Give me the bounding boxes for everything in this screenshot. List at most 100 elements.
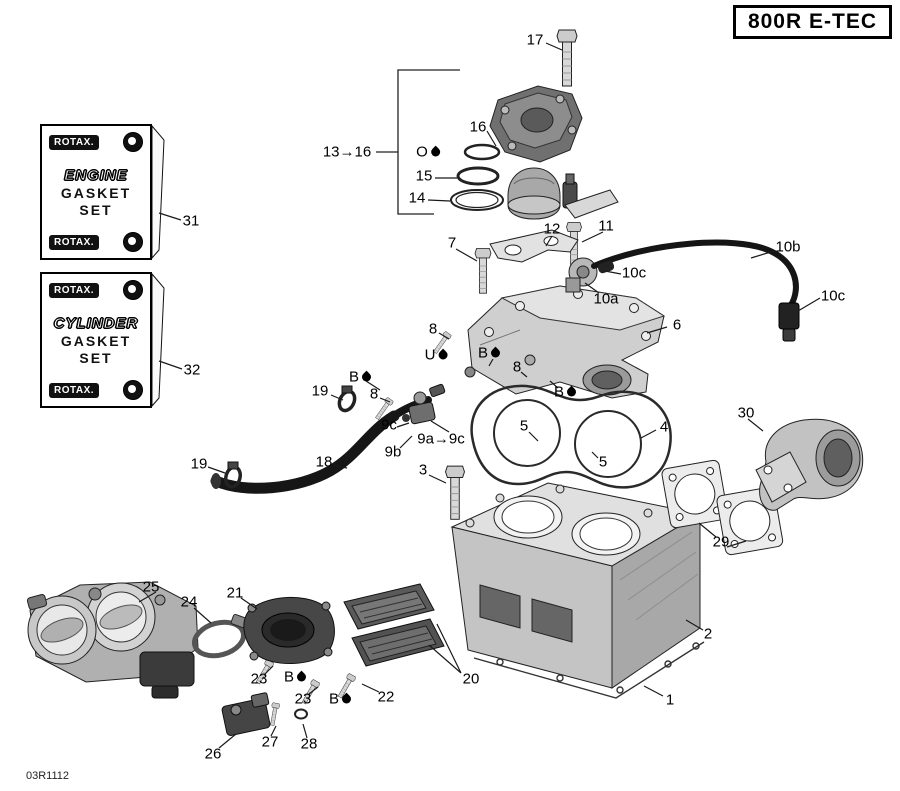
callout-8[interactable]: 8 bbox=[370, 387, 378, 402]
callout-20[interactable]: 20 bbox=[463, 672, 480, 687]
part-bolt-17 bbox=[556, 29, 578, 87]
callout-8[interactable]: 8 bbox=[513, 360, 521, 375]
callout-U[interactable]: U bbox=[424, 346, 450, 364]
callout-B[interactable]: B bbox=[328, 690, 353, 708]
callout-9c[interactable]: 9c bbox=[381, 418, 397, 433]
callout-24[interactable]: 24 bbox=[181, 595, 198, 610]
gauge-icon bbox=[123, 280, 143, 300]
rotax-logo: ROTAX. bbox=[49, 282, 100, 298]
rotax-logo: ROTAX. bbox=[49, 382, 100, 398]
callout-26[interactable]: 26 bbox=[205, 747, 222, 762]
callout-text: 14 bbox=[408, 189, 426, 207]
gasket-set-title: CYLINDER bbox=[53, 314, 139, 332]
callout-B[interactable]: B bbox=[284, 670, 308, 685]
callout-10a[interactable]: 10a bbox=[593, 292, 618, 307]
callout-text: 12 bbox=[543, 220, 561, 238]
gasket-set-title: ENGINE bbox=[64, 166, 128, 184]
callout-B[interactable]: B bbox=[478, 346, 502, 361]
callout-text: 21 bbox=[226, 584, 244, 602]
callout-21[interactable]: 21 bbox=[227, 586, 244, 601]
lubricant-droplet-icon bbox=[436, 348, 450, 362]
callout-text: B bbox=[553, 383, 565, 401]
callout-text: O bbox=[416, 143, 428, 161]
callout-text: 5 bbox=[598, 453, 608, 471]
gauge-icon bbox=[123, 380, 143, 400]
callout-7[interactable]: 7 bbox=[448, 236, 456, 251]
callout-14[interactable]: 14 bbox=[409, 191, 426, 206]
lubricant-droplet-icon bbox=[340, 692, 353, 706]
callout-text: 9c bbox=[381, 416, 397, 434]
callout-2[interactable]: 2 bbox=[704, 627, 712, 642]
callout-B[interactable]: B bbox=[553, 383, 578, 401]
callout-19[interactable]: 19 bbox=[312, 384, 329, 399]
drawing-title: 800R E-TEC bbox=[732, 5, 892, 39]
callout-11[interactable]: 11 bbox=[598, 219, 614, 234]
callout-6[interactable]: 6 bbox=[673, 318, 681, 333]
callout-31[interactable]: 31 bbox=[183, 214, 200, 229]
rotax-logo: ROTAX. bbox=[49, 134, 100, 150]
callout-text: 24 bbox=[180, 593, 198, 611]
callout-text: 9a→9c bbox=[417, 430, 465, 448]
callout-text: 10a bbox=[593, 290, 619, 308]
callout-4[interactable]: 4 bbox=[660, 420, 668, 435]
engine-gasket-set-box: ROTAX. ENGINE GASKET SET ROTAX. bbox=[40, 124, 152, 260]
gasket-set-line: GASKET bbox=[60, 332, 132, 349]
gasket-box-flaps bbox=[151, 124, 165, 408]
callout-text: 13→16 bbox=[322, 143, 372, 161]
callout-text: 10c bbox=[820, 287, 846, 305]
part-head-gasket bbox=[470, 384, 672, 489]
callout-text: 28 bbox=[300, 735, 318, 753]
callout-text: 4 bbox=[659, 418, 669, 436]
gauge-icon bbox=[123, 232, 143, 252]
callout-text: B bbox=[328, 690, 340, 708]
callout-23[interactable]: 23 bbox=[251, 672, 268, 687]
callout-25[interactable]: 25 bbox=[143, 580, 160, 595]
callout-5[interactable]: 5 bbox=[520, 419, 528, 434]
callout-9b[interactable]: 9b bbox=[385, 445, 402, 460]
callout-10b[interactable]: 10b bbox=[775, 240, 800, 255]
callout-15[interactable]: 15 bbox=[416, 169, 433, 184]
part-intake-adapter bbox=[243, 596, 335, 664]
part-cylinder-block bbox=[450, 482, 702, 689]
callout-23[interactable]: 23 bbox=[295, 692, 312, 707]
part-reed-valves bbox=[343, 583, 445, 667]
callout-27[interactable]: 27 bbox=[262, 735, 279, 750]
callout-17[interactable]: 17 bbox=[527, 33, 544, 48]
callout-16[interactable]: 16 bbox=[470, 120, 487, 135]
callout-text: 17 bbox=[526, 31, 544, 49]
callout-28[interactable]: 28 bbox=[301, 737, 318, 752]
callout-30[interactable]: 30 bbox=[738, 406, 755, 421]
callout-19[interactable]: 19 bbox=[191, 457, 208, 472]
part-bolt-3 bbox=[445, 465, 465, 520]
lubricant-droplet-icon bbox=[428, 145, 442, 159]
part-oil-injector bbox=[402, 366, 476, 425]
drawing-code: 03R1112 bbox=[26, 770, 70, 782]
callout-text: 26 bbox=[204, 745, 222, 763]
callout-22[interactable]: 22 bbox=[378, 690, 395, 705]
part-sensor-cable bbox=[591, 239, 800, 342]
rotax-logo: ROTAX. bbox=[49, 234, 100, 250]
callout-9a-9c[interactable]: 9a→9c bbox=[417, 432, 465, 447]
callout-text: 16 bbox=[469, 118, 487, 136]
callout-5[interactable]: 5 bbox=[599, 455, 607, 470]
callout-O[interactable]: O bbox=[416, 143, 442, 161]
callout-10c[interactable]: 10c bbox=[622, 266, 646, 281]
callout-1[interactable]: 1 bbox=[666, 693, 674, 708]
callout-10c[interactable]: 10c bbox=[821, 289, 845, 304]
callout-29[interactable]: 29 bbox=[713, 535, 730, 550]
callout-text: 19 bbox=[311, 382, 329, 400]
callout-18[interactable]: 18 bbox=[316, 455, 333, 470]
callout-text: U bbox=[424, 346, 436, 364]
callout-3[interactable]: 3 bbox=[419, 463, 427, 478]
lubricant-droplet-icon bbox=[360, 370, 373, 384]
callout-text: 8 bbox=[369, 385, 379, 403]
callout-32[interactable]: 32 bbox=[184, 363, 201, 378]
callout-13-16[interactable]: 13→16 bbox=[323, 145, 371, 160]
callout-text: 1 bbox=[665, 691, 675, 709]
callout-12[interactable]: 12 bbox=[544, 222, 561, 237]
callout-8[interactable]: 8 bbox=[429, 322, 437, 337]
callout-text: 8 bbox=[512, 358, 522, 376]
part-thermostat-housing bbox=[507, 167, 619, 220]
callout-B[interactable]: B bbox=[349, 370, 373, 385]
